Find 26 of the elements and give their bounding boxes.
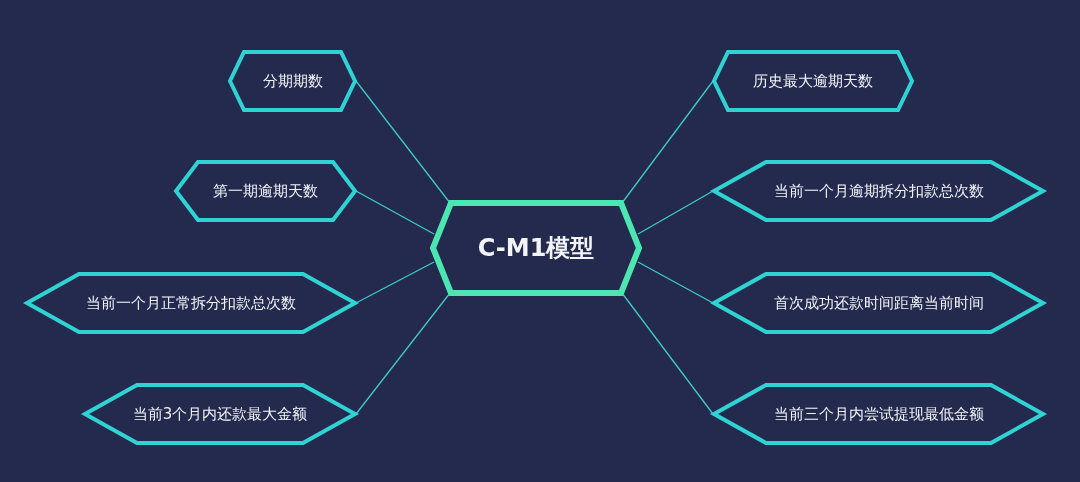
- central-topic-label: C-M1模型: [477, 233, 595, 264]
- node-label: 当前一个月正常拆分扣款总次数: [86, 293, 296, 313]
- connector-line: [621, 292, 714, 415]
- connector-line: [355, 292, 451, 415]
- node-label: 分期期数: [262, 71, 323, 91]
- hexagon-node: [83, 383, 357, 445]
- connector-line: [637, 190, 714, 235]
- node-label: 当前一个月逾期拆分扣款总次数: [773, 181, 984, 201]
- node-label: 第一期逾期天数: [213, 181, 318, 201]
- node-label: 历史最大逾期天数: [753, 71, 873, 91]
- node-label: 首次成功还款时间距离当前时间: [773, 293, 984, 313]
- node-label: 当前3个月内还款最大金额: [132, 404, 308, 424]
- hexagon-node: [712, 272, 1045, 334]
- connector-line: [355, 261, 435, 304]
- connector-line: [621, 80, 714, 204]
- connector-line: [637, 261, 714, 304]
- hexagon-node: [25, 272, 357, 334]
- hexagon-node: [712, 160, 1045, 222]
- hexagon-node: [228, 50, 357, 112]
- hexagon-node: [430, 200, 642, 296]
- hexagon-node: [174, 160, 357, 222]
- hexagon-node: [712, 383, 1045, 445]
- node-label: 当前三个月内尝试提现最低金额: [773, 404, 984, 424]
- hexagon-node: [712, 50, 914, 112]
- connector-line: [355, 190, 435, 235]
- connector-line: [355, 80, 451, 204]
